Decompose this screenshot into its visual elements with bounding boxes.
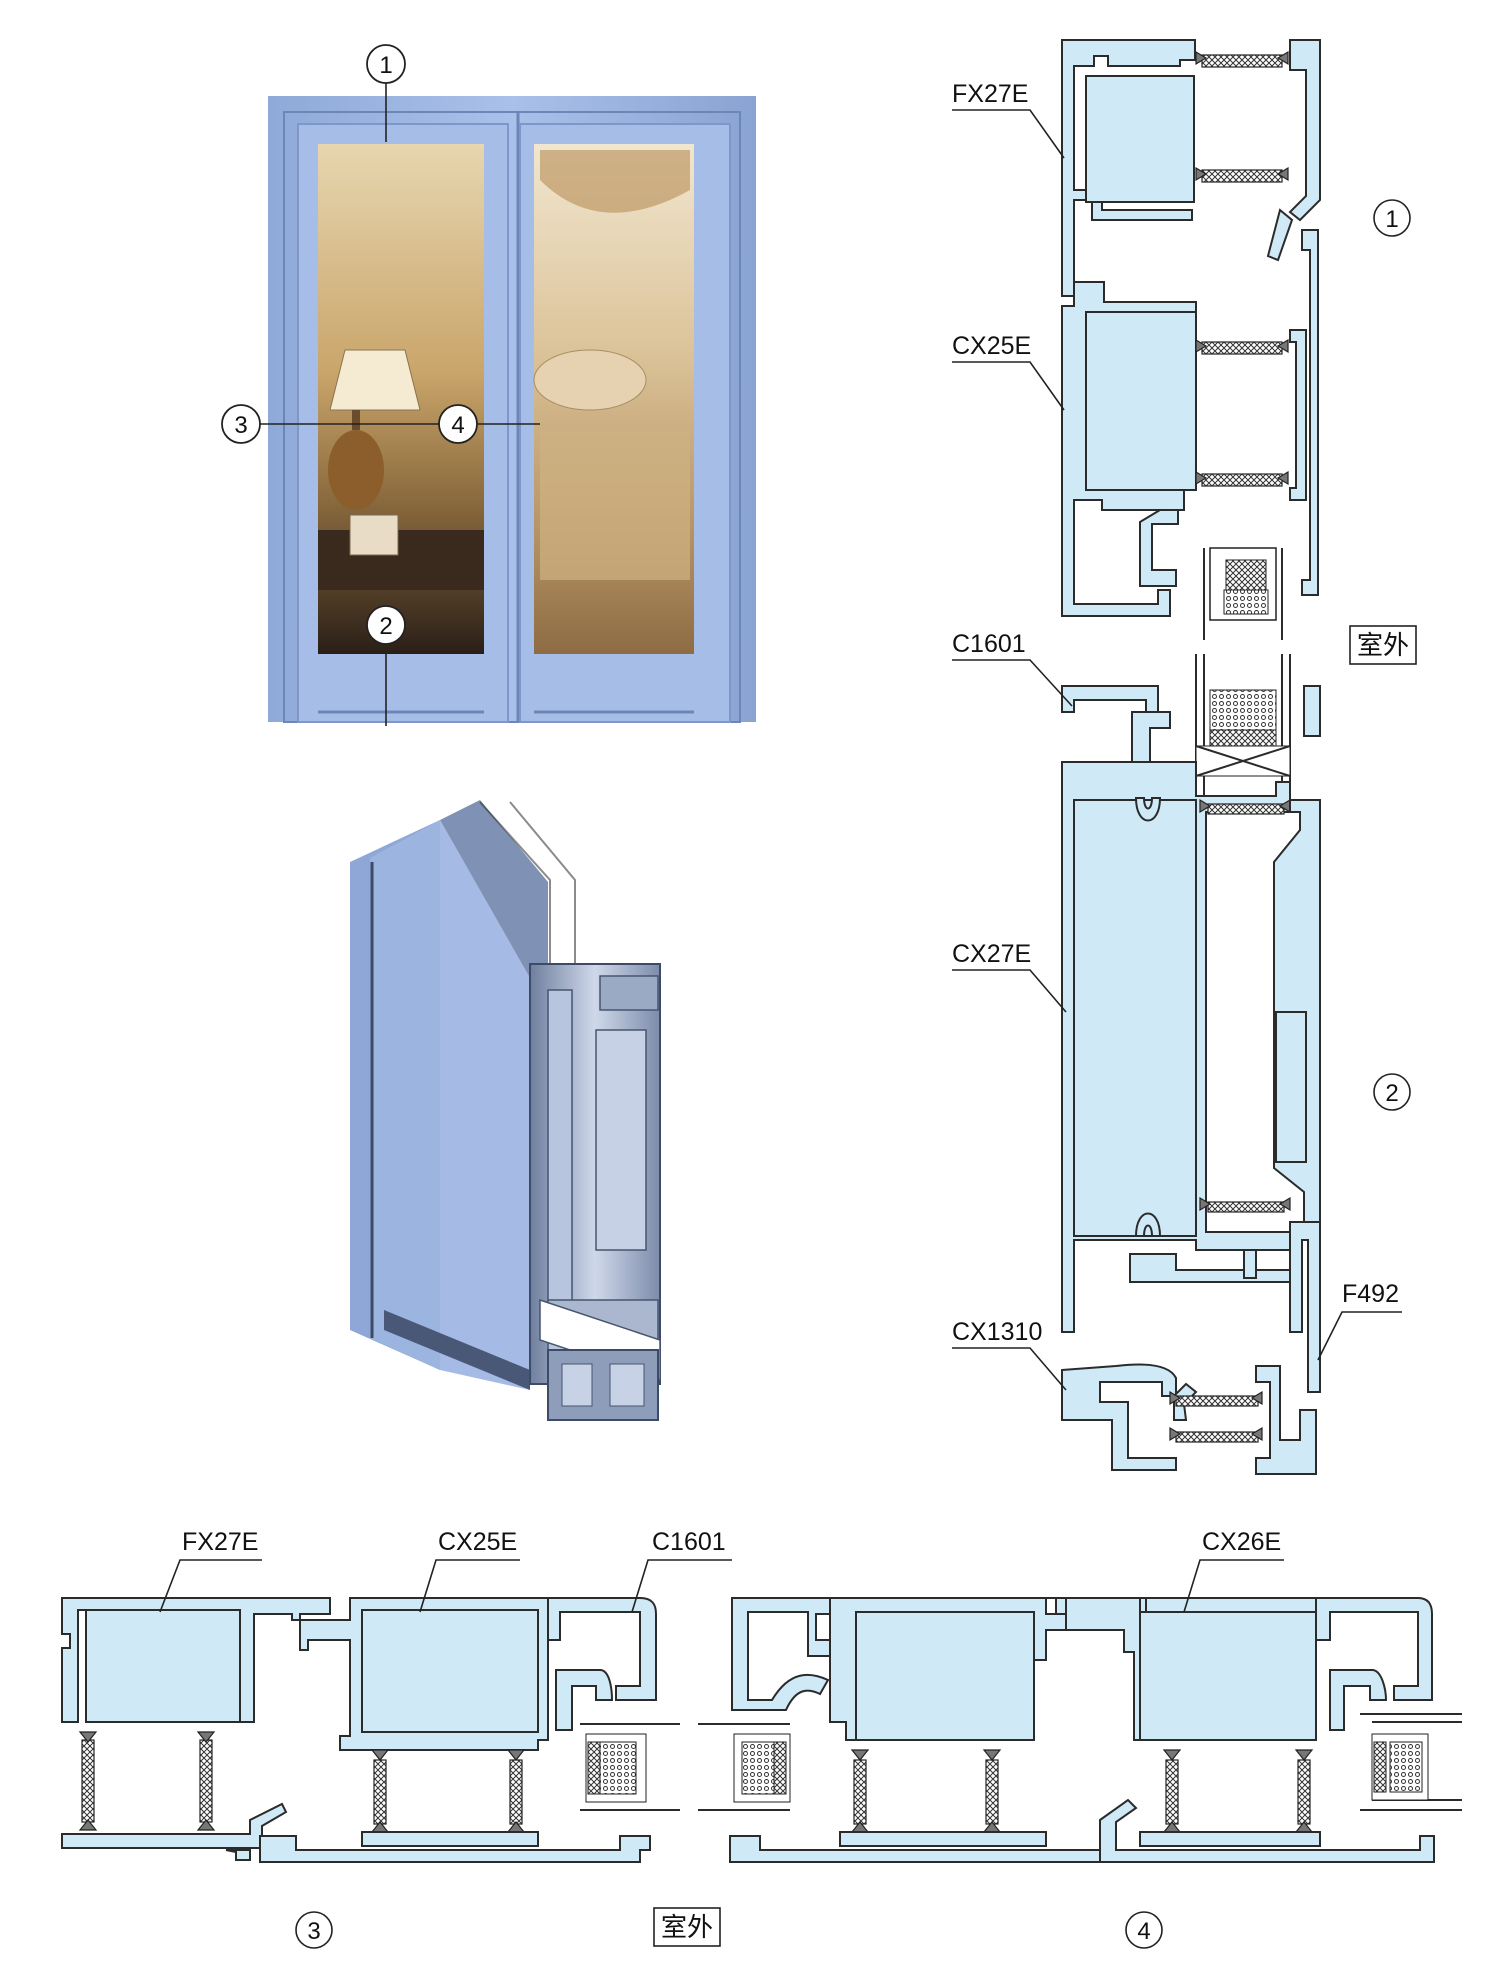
glass-unit-top xyxy=(1203,547,1283,640)
svg-text:4: 4 xyxy=(1137,1918,1150,1945)
svg-text:3: 3 xyxy=(307,1918,320,1945)
label-fx27e-horizontal: FX27E xyxy=(159,1528,262,1613)
glass-unit-bottom xyxy=(1195,654,1291,800)
svg-text:4: 4 xyxy=(451,412,464,439)
cx25e-h-chamber xyxy=(361,1609,539,1733)
svg-text:FX27E: FX27E xyxy=(182,1528,258,1556)
callout-1: 1 xyxy=(366,44,406,84)
svg-text:CX27E: CX27E xyxy=(952,940,1031,968)
outdoor-label-horizontal: 室外 xyxy=(653,1907,721,1947)
profile-cx1310 xyxy=(1061,1363,1177,1471)
svg-text:2: 2 xyxy=(379,613,392,640)
glass-unit-h-left xyxy=(580,1723,680,1811)
horizontal-frame-bar-right xyxy=(1099,1798,1435,1863)
svg-text:CX25E: CX25E xyxy=(952,332,1031,360)
label-cx25e-vertical: CX25E xyxy=(952,332,1065,411)
label-fx27e-vertical: FX27E xyxy=(952,80,1065,159)
cx26e-h-chamber xyxy=(1139,1611,1317,1741)
label-cx25e-horizontal: CX25E xyxy=(419,1528,520,1613)
callout-horizontal-3: 3 xyxy=(295,1911,333,1949)
profile-fx27e-vertical xyxy=(1061,39,1196,297)
callout-vertical-1: 1 xyxy=(1373,199,1411,237)
svg-text:1: 1 xyxy=(1385,206,1398,233)
svg-text:室外: 室外 xyxy=(1357,631,1409,661)
horizontal-frame-bar-left xyxy=(259,1835,651,1863)
profile-3d-render xyxy=(350,800,661,1421)
svg-text:CX25E: CX25E xyxy=(438,1528,517,1556)
label-c1601-horizontal: C1601 xyxy=(631,1528,732,1613)
cx27e-chamber xyxy=(1073,799,1197,1237)
svg-text:3: 3 xyxy=(234,412,247,439)
svg-text:C1601: C1601 xyxy=(652,1528,726,1556)
horizontal-section: FX27E CX25E C1601 CX26E 3 4 室外 xyxy=(61,1528,1462,1949)
cx1310-outer xyxy=(1255,1365,1317,1475)
callout-2: 2 xyxy=(366,605,406,645)
callout-4: 4 xyxy=(438,404,478,444)
window-elevation: 1 2 3 4 xyxy=(221,44,756,726)
frame-outer-rail xyxy=(1301,229,1319,596)
callout-horizontal-4: 4 xyxy=(1125,1911,1163,1949)
cx27e-outer-chamber xyxy=(1275,1011,1307,1163)
outdoor-label-vertical: 室外 xyxy=(1349,625,1417,665)
svg-text:1: 1 xyxy=(379,52,392,79)
render-front-face xyxy=(440,820,530,1390)
profile-c1601-horizontal xyxy=(547,1597,657,1701)
cx25e-chamber xyxy=(1085,311,1197,491)
label-f492: F492 xyxy=(1317,1280,1402,1361)
svg-text:CX26E: CX26E xyxy=(1202,1528,1281,1556)
callout-3: 3 xyxy=(221,404,261,444)
svg-text:F492: F492 xyxy=(1342,1280,1399,1308)
glass-unit-h-middle xyxy=(698,1723,791,1811)
label-cx26e-horizontal: CX26E xyxy=(1183,1528,1284,1613)
profile-interlock-left xyxy=(731,1597,831,1711)
svg-text:FX27E: FX27E xyxy=(952,80,1028,108)
svg-text:C1601: C1601 xyxy=(952,630,1026,658)
label-c1601-vertical: C1601 xyxy=(952,630,1073,707)
glass-unit-h-right xyxy=(1360,1713,1462,1811)
callout-vertical-2: 2 xyxy=(1373,1073,1411,1111)
profile-c1601-vertical xyxy=(1061,685,1159,721)
cx26e-left-chamber xyxy=(855,1611,1035,1741)
vertical-section: FX27E CX25E C1601 CX27E F492 CX1310 1 xyxy=(952,39,1417,1475)
svg-text:CX1310: CX1310 xyxy=(952,1318,1042,1346)
svg-text:室外: 室外 xyxy=(661,1913,713,1943)
fx27e-chamber xyxy=(1085,75,1195,203)
profile-f492 xyxy=(1289,1221,1321,1393)
label-cx1310: CX1310 xyxy=(952,1318,1067,1391)
svg-text:2: 2 xyxy=(1385,1080,1398,1107)
fx27e-outer-skin xyxy=(1288,39,1321,222)
fx27e-h-chamber xyxy=(85,1609,241,1723)
label-cx27e-vertical: CX27E xyxy=(952,940,1067,1013)
